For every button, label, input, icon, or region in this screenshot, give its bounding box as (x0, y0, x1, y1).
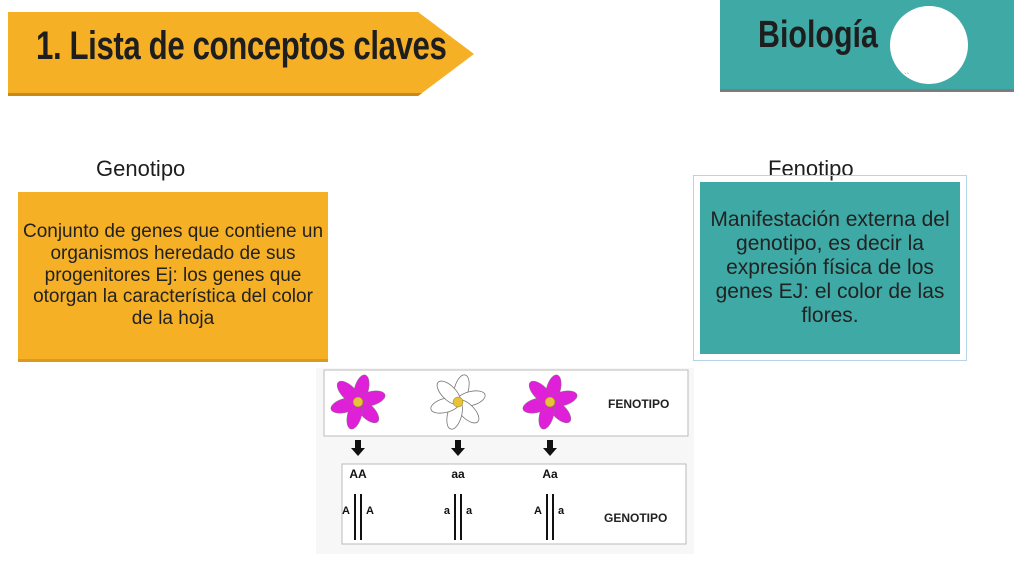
genotipo-figure-label: GENOTIPO (604, 511, 667, 525)
fenotipo-heading: Fenotipo (768, 156, 854, 181)
allele-left: a (444, 505, 451, 517)
page-title: 1. Lista de conceptos claves (36, 24, 447, 68)
subject-badge: Biología `` (720, 0, 1014, 92)
flower-center (452, 396, 464, 408)
title-banner: 1. Lista de conceptos claves (8, 12, 474, 96)
flower-center (544, 396, 556, 408)
allele-right: a (558, 505, 565, 517)
genotipo-definition-card: Conjunto de genes que contiene un organi… (18, 192, 328, 362)
allele-right: A (366, 505, 374, 517)
arrow-shaft (547, 440, 553, 448)
genotipo-definition: Conjunto de genes que contiene un organi… (22, 220, 324, 330)
arrow-shaft (455, 440, 461, 448)
genotype-row-frame (341, 463, 687, 545)
allele-left: A (342, 505, 350, 517)
genotipo-heading: Genotipo (96, 156, 186, 181)
fenotipo-figure-label: FENOTIPO (608, 397, 669, 411)
flower-center (352, 396, 364, 408)
genotype-code: Aa (542, 467, 558, 481)
genotype-code: aa (451, 467, 465, 481)
arrow-shaft (355, 440, 361, 448)
subject-logo-icon: `` (890, 6, 968, 84)
genotype-code: AA (349, 467, 367, 481)
phenotype-row-frame (323, 369, 689, 437)
arrow-down-icon (543, 448, 557, 456)
arrow-down-icon (451, 448, 465, 456)
allele-left: A (534, 505, 542, 517)
fenotipo-definition: Manifestación externa del genotipo, es d… (710, 207, 950, 328)
allele-right: a (466, 505, 473, 517)
arrow-down-icon (351, 448, 365, 456)
subject-label: Biología (758, 14, 878, 56)
fenotipo-definition-card: Manifestación externa del genotipo, es d… (693, 175, 967, 361)
